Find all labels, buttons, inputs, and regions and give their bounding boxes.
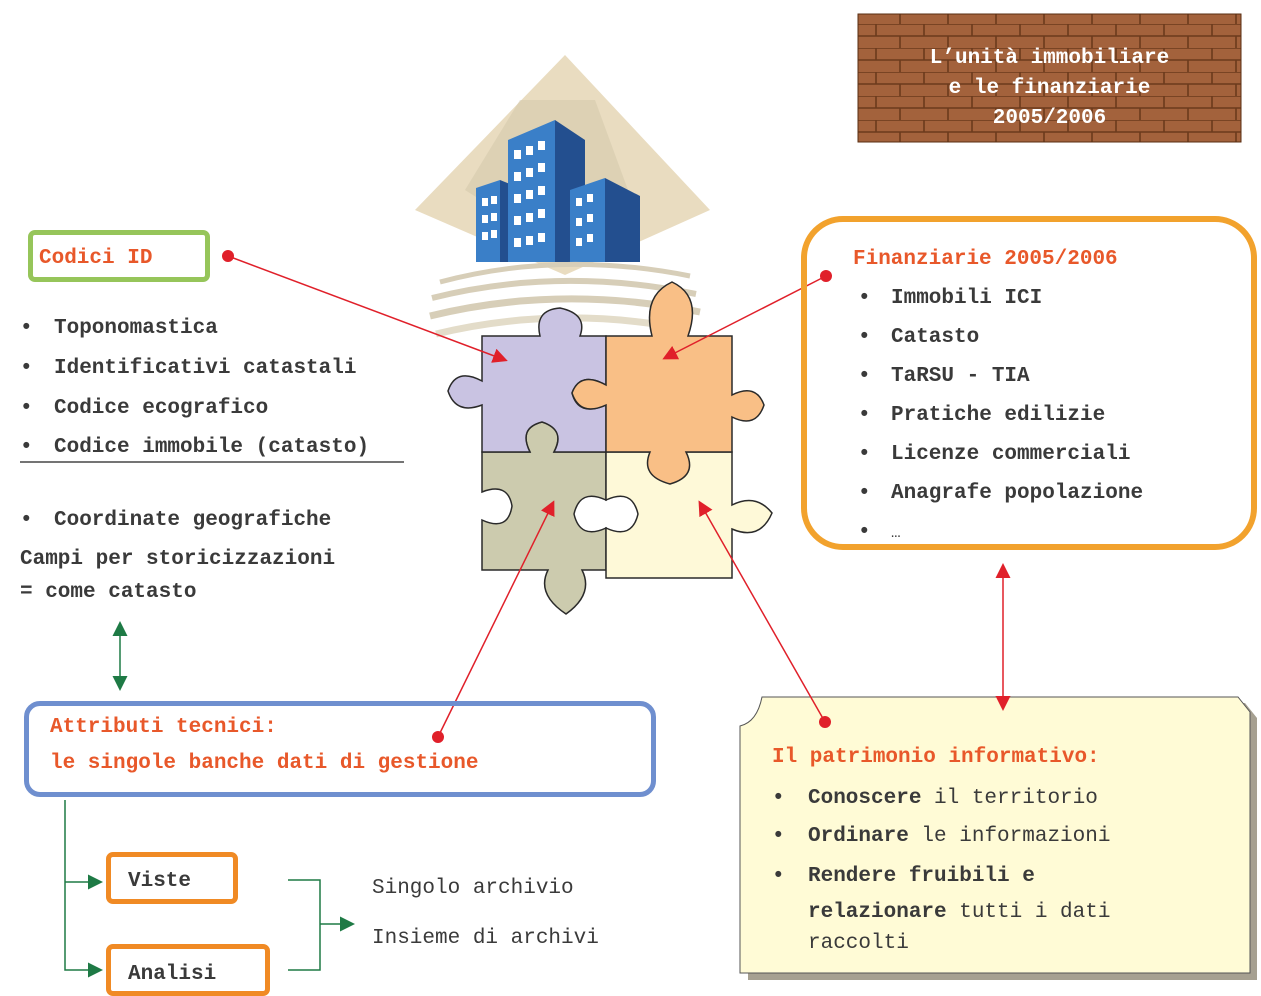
patrimonio-item-rest: le informazioni <box>908 825 1111 848</box>
puzzle-icon <box>447 281 773 615</box>
viste-box <box>106 852 238 904</box>
bullet-icon: • <box>858 365 871 388</box>
bullet-icon: • <box>772 825 785 848</box>
title-line-3: 2005/2006 <box>992 107 1107 130</box>
codici-item-label: Toponomastica <box>54 317 218 340</box>
building-icon <box>415 55 710 338</box>
finanziarie-item-label: … <box>891 524 901 542</box>
patrimonio-item-bold: Rendere fruibili e <box>808 865 1035 888</box>
finanziarie-item: • Anagrafe popolazione <box>858 482 1143 505</box>
bullet-icon: • <box>20 357 33 380</box>
codici-item: • Coordinate geografiche <box>20 509 331 532</box>
bullet-icon: • <box>858 482 871 505</box>
finanziarie-item: • Pratiche edilizie <box>858 404 1105 427</box>
finanziarie-item-label: TaRSU - TIA <box>891 365 1030 388</box>
red-connectors <box>222 250 1011 743</box>
codici-item-label: Codice immobile (catasto) <box>54 436 370 459</box>
viste-label: Viste <box>128 870 192 893</box>
attributi-box <box>24 701 656 797</box>
finanziarie-item-label: Pratiche edilizie <box>891 404 1106 427</box>
bullet-icon: • <box>858 287 871 310</box>
archivi-line-2: Insieme di archivi <box>372 927 599 950</box>
patrimonio-item: • Conoscere il territorio <box>772 787 1098 810</box>
brick-wall-icon <box>857 13 1242 143</box>
green-connectors <box>64 621 355 978</box>
title-line-1: L’unità immobiliare <box>929 47 1170 70</box>
bullet-icon: • <box>20 436 33 459</box>
codici-item-label: Codice ecografico <box>54 397 269 420</box>
bullet-icon: • <box>20 397 33 420</box>
codici-item: • Codice immobile (catasto) <box>20 436 369 459</box>
finanziarie-item: •… <box>858 521 901 544</box>
patrimonio-item-bold: Ordinare <box>808 825 909 848</box>
codici-box: Codici ID <box>28 230 210 282</box>
bullet-icon: • <box>858 326 871 349</box>
analisi-label: Analisi <box>128 963 217 986</box>
finanziarie-item: • Licenze commerciali <box>858 443 1130 466</box>
patrimonio-item-rest: raccolti <box>808 932 909 955</box>
patrimonio-item-cont: raccolti <box>772 932 909 955</box>
patrimonio-title: Il patrimonio informativo: <box>772 746 1100 769</box>
attributi-line-2: le singole banche dati di gestione <box>50 752 479 775</box>
finanziarie-item-label: Anagrafe popolazione <box>891 482 1144 505</box>
codici-line: Campi per storicizzazioni <box>20 548 336 571</box>
attributi-line-1: Attributi tecnici: <box>50 716 277 739</box>
finanziarie-item: • TaRSU - TIA <box>858 365 1030 388</box>
patrimonio-item-rest: tutti i dati <box>946 901 1111 924</box>
bullet-icon: • <box>772 865 785 888</box>
patrimonio-item-bold: relazionare <box>808 901 947 924</box>
bullet-icon: • <box>858 404 871 427</box>
codici-item: • Identificativi catastali <box>20 357 356 380</box>
bullet-icon: • <box>20 317 33 340</box>
archivi-line-1: Singolo archivio <box>372 877 574 900</box>
patrimonio-item: • Rendere fruibili e <box>772 865 1035 888</box>
codici-line: = come catasto <box>20 581 197 604</box>
patrimonio-item-cont: relazionare tutti i dati <box>772 901 1110 924</box>
finanziarie-box <box>801 216 1257 550</box>
codici-item: • Toponomastica <box>20 317 218 340</box>
codici-item-label: Coordinate geografiche <box>54 509 332 532</box>
title-line-2: e le finanziarie <box>948 77 1151 100</box>
codici-label: Codici ID <box>39 247 153 270</box>
patrimonio-item-bold: Conoscere <box>808 787 922 810</box>
codici-item-label: Identificativi catastali <box>54 357 357 380</box>
patrimonio-item-rest: il territorio <box>921 787 1098 810</box>
finanziarie-item: • Immobili ICI <box>858 287 1042 310</box>
codici-item: • Codice ecografico <box>20 397 268 420</box>
finanziarie-title: Finanziarie 2005/2006 <box>853 248 1118 271</box>
patrimonio-item: • Ordinare le informazioni <box>772 825 1110 848</box>
finanziarie-item: • Catasto <box>858 326 979 349</box>
bullet-icon: • <box>858 443 871 466</box>
title-box: L’unità immobiliare e le finanziarie 200… <box>858 14 1241 142</box>
bullet-icon: • <box>858 521 871 544</box>
note-shape <box>739 696 1257 980</box>
bullet-icon: • <box>20 509 33 532</box>
finanziarie-item-label: Immobili ICI <box>891 287 1043 310</box>
bullet-icon: • <box>772 787 785 810</box>
finanziarie-item-label: Catasto <box>891 326 980 349</box>
finanziarie-item-label: Licenze commerciali <box>891 443 1131 466</box>
